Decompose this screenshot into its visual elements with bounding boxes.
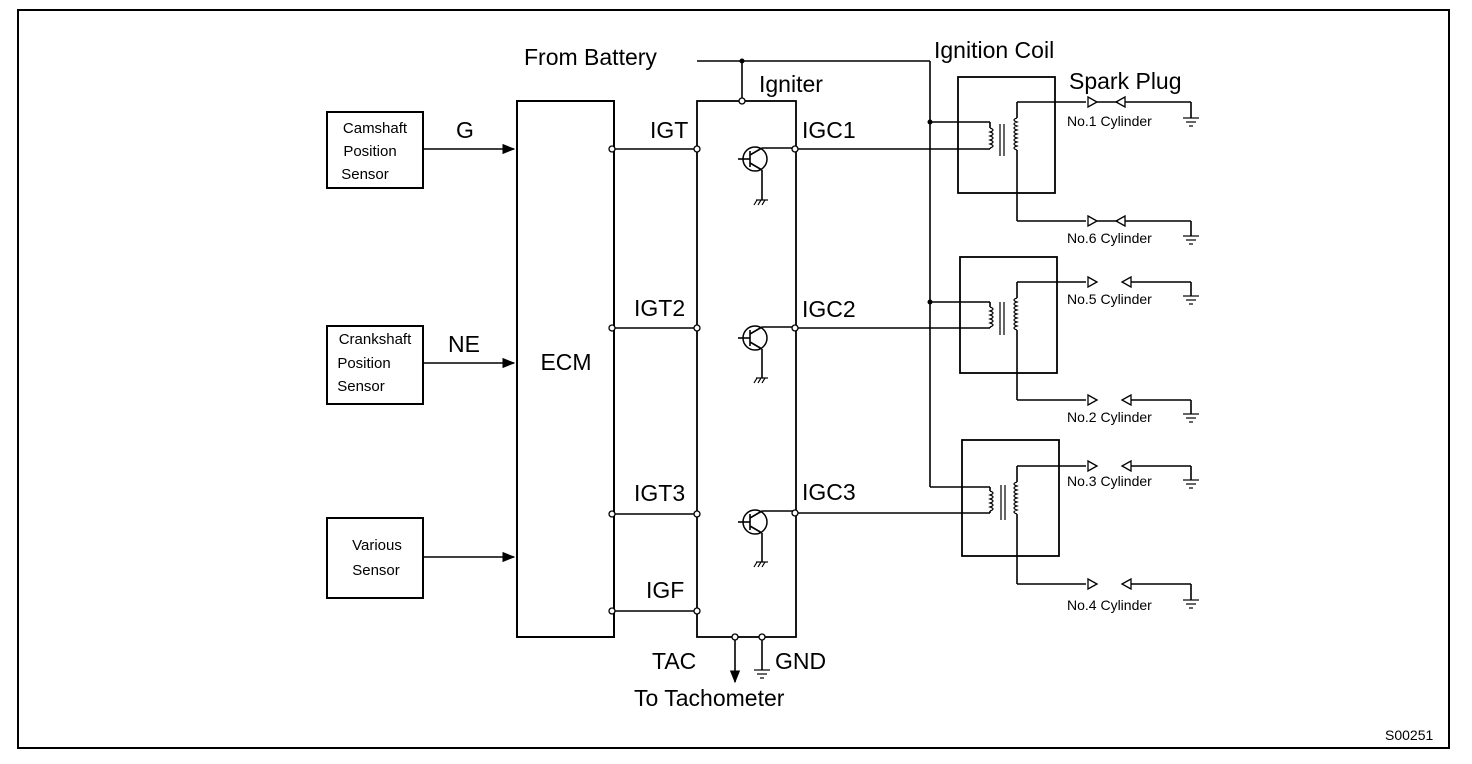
cylinder-label: No.6 Cylinder — [1067, 230, 1152, 246]
igniter-box — [696, 100, 797, 638]
igt3-label: IGT3 — [634, 480, 685, 506]
transistor-icon — [738, 146, 794, 206]
igf-label: IGF — [646, 577, 684, 603]
igniter-label: Igniter — [759, 71, 823, 97]
transistor-icon — [738, 325, 794, 384]
svg-text:Sensor: Sensor — [337, 378, 385, 395]
ignition-coil-3 — [961, 439, 1086, 585]
spark-plug-label: Spark Plug — [1069, 68, 1182, 94]
spark-plug-icon — [1087, 393, 1199, 423]
signal-g-label: G — [456, 117, 474, 143]
ignition-coil-1 — [957, 76, 1086, 222]
signal-ne-label: NE — [448, 331, 480, 357]
ecm-box — [516, 100, 615, 638]
svg-text:Various: Various — [352, 537, 402, 554]
igc1-label: IGC1 — [802, 117, 856, 143]
ignition-coil-label: Ignition Coil — [934, 37, 1054, 63]
ignition-coil-2 — [959, 256, 1086, 401]
igt2-label: IGT2 — [634, 295, 685, 321]
tac-label: TAC — [652, 648, 696, 674]
to-tachometer-label: To Tachometer — [634, 685, 785, 711]
cylinder-label: No.5 Cylinder — [1067, 291, 1152, 307]
ecm-label: ECM — [540, 349, 591, 375]
cylinder-label: No.3 Cylinder — [1067, 473, 1152, 489]
svg-text:Crankshaft: Crankshaft — [339, 331, 412, 348]
igc2-label: IGC2 — [802, 296, 856, 322]
gnd-label: GND — [775, 648, 826, 674]
crankshaft-position-sensor: Crankshaft Position Sensor — [326, 325, 424, 405]
cylinder-label: No.4 Cylinder — [1067, 597, 1152, 613]
cylinder-label: No.1 Cylinder — [1067, 113, 1152, 129]
igc3-label: IGC3 — [802, 479, 856, 505]
spark-plug-icon — [1087, 577, 1199, 609]
igt-label: IGT — [650, 117, 688, 143]
cylinder-label: No.2 Cylinder — [1067, 409, 1152, 425]
spark-plug-icon — [1087, 275, 1199, 305]
svg-text:Camshaft: Camshaft — [343, 120, 408, 137]
figure-id: S00251 — [1385, 727, 1433, 743]
svg-text:Position: Position — [343, 143, 396, 160]
camshaft-position-sensor: Camshaft Position Sensor — [326, 111, 424, 189]
igt-wires — [608, 145, 701, 615]
diagram-frame — [17, 9, 1450, 749]
transistor-icon — [738, 509, 794, 568]
svg-text:Sensor: Sensor — [352, 562, 400, 579]
svg-text:Position: Position — [337, 355, 390, 372]
svg-text:Sensor: Sensor — [341, 166, 389, 183]
spark-plug-icon — [1087, 95, 1199, 127]
tac-gnd-wires — [729, 633, 770, 684]
various-sensor: Various Sensor — [326, 517, 424, 599]
spark-plug-icon — [1087, 459, 1199, 489]
spark-plug-icon — [1087, 214, 1199, 245]
from-battery-label: From Battery — [524, 44, 657, 70]
battery-wire — [697, 58, 990, 488]
